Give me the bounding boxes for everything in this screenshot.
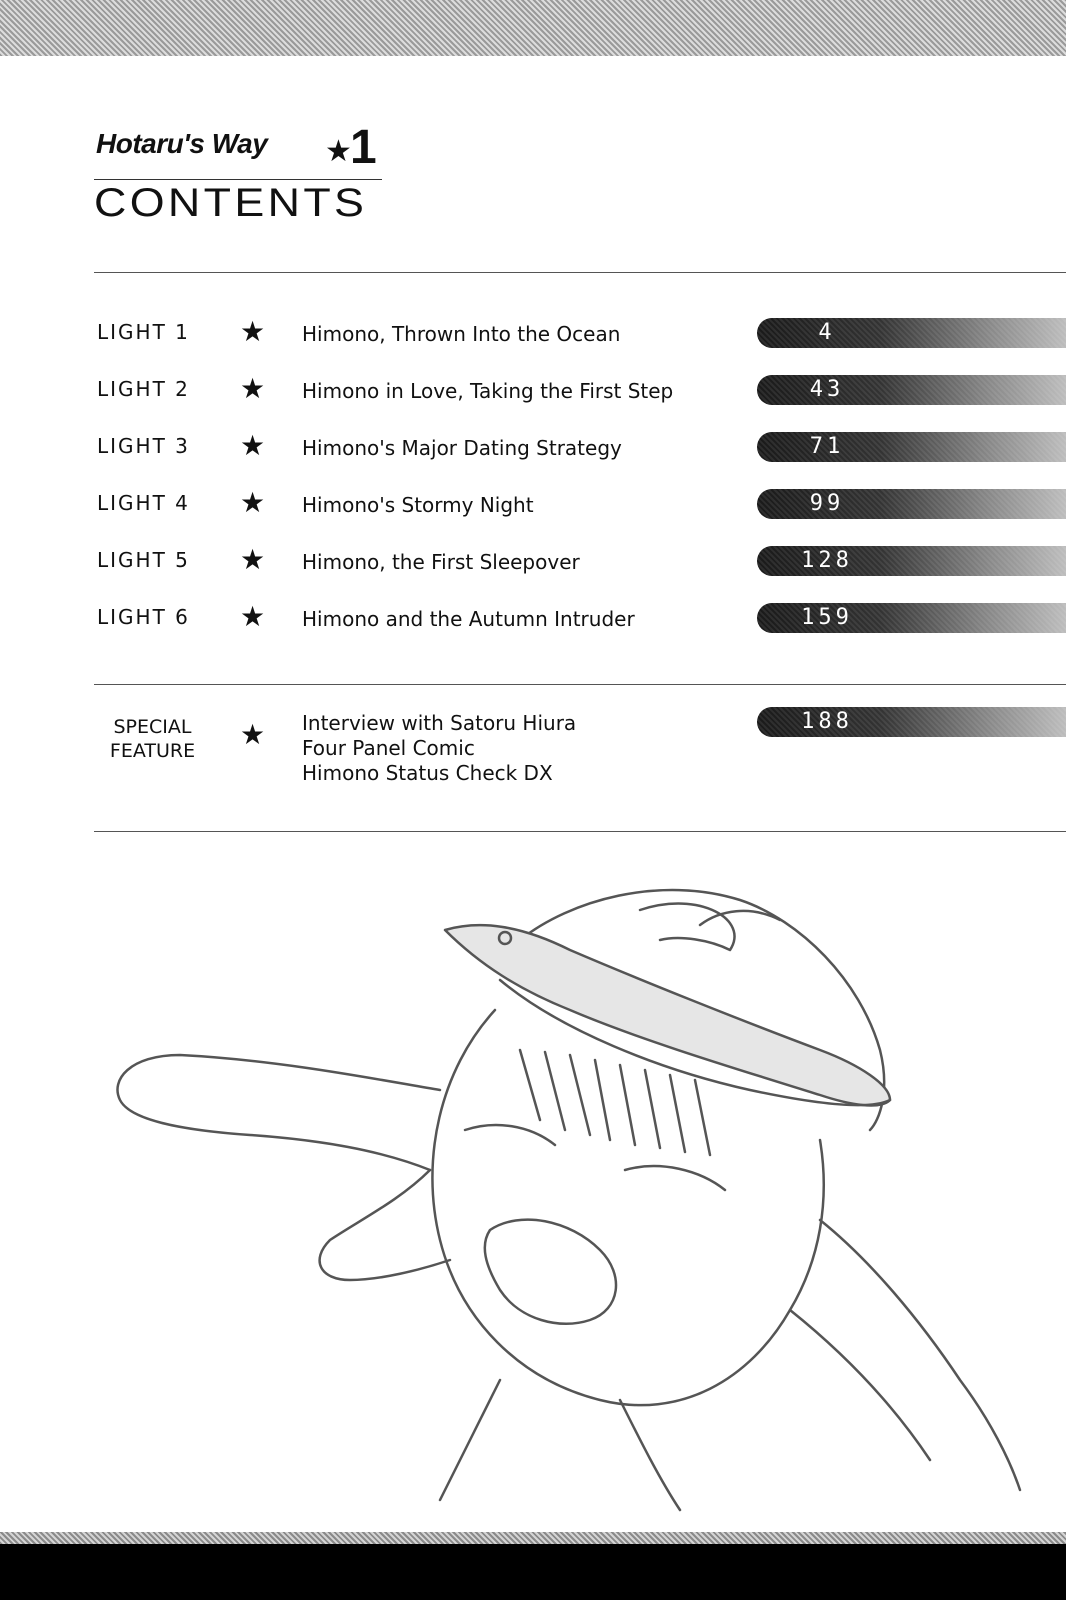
page-tab: 128 (757, 546, 1066, 576)
chapter-title: Himono and the Autumn Intruder (302, 607, 635, 631)
chapter-title: Himono's Stormy Night (302, 493, 534, 517)
divider-bottom (94, 831, 1066, 832)
chapter-title: Himono's Major Dating Strategy (302, 436, 622, 460)
page-number: 188 (801, 709, 853, 734)
divider-top (94, 272, 1066, 273)
star-icon: ★ (240, 372, 266, 405)
divider-middle (94, 684, 1066, 685)
page-number: 159 (801, 605, 853, 630)
star-icon: ★ (240, 486, 266, 519)
page-number: 128 (801, 548, 853, 573)
chapter-row[interactable]: LIGHT 1 ★ Himono, Thrown Into the Ocean … (0, 314, 1066, 350)
screentone-bottom-band (0, 1532, 1066, 1544)
bottom-black-bar (0, 1544, 1066, 1600)
special-item: Interview with Satoru Hiura (302, 711, 577, 735)
special-item: Four Panel Comic (302, 736, 475, 760)
page-number: 71 (809, 434, 845, 459)
volume-number: 1 (350, 121, 377, 174)
star-icon: ★ (240, 315, 266, 348)
screentone-top-band (0, 0, 1066, 56)
chapter-row[interactable]: LIGHT 4 ★ Himono's Stormy Night 99 (0, 485, 1066, 521)
page-tab: 159 (757, 603, 1066, 633)
series-title: Hotaru's Way (96, 128, 268, 159)
chapter-label: LIGHT 2 (97, 377, 190, 401)
chapter-title: Himono, the First Sleepover (302, 550, 580, 574)
chapter-label: LIGHT 3 (97, 434, 190, 458)
chapter-row[interactable]: LIGHT 5 ★ Himono, the First Sleepover 12… (0, 542, 1066, 578)
special-item: Himono Status Check DX (302, 761, 553, 785)
page-tab: 188 (757, 707, 1066, 737)
chapter-title: Himono, Thrown Into the Ocean (302, 322, 621, 346)
chapter-label: LIGHT 5 (97, 548, 190, 572)
chapter-row[interactable]: LIGHT 6 ★ Himono and the Autumn Intruder… (0, 599, 1066, 635)
special-label-line: FEATURE (109, 740, 196, 762)
chapter-label: LIGHT 4 (97, 491, 190, 515)
title-underline (94, 179, 382, 180)
chapter-label: LIGHT 6 (97, 605, 190, 629)
page-tab: 4 (757, 318, 1066, 348)
page-number: 43 (809, 377, 845, 402)
special-label-line: SPECIAL (113, 716, 192, 738)
page-number: 99 (809, 491, 845, 516)
page-tab: 71 (757, 432, 1066, 462)
star-icon: ★ (240, 600, 266, 633)
character-line-illustration (116, 888, 1022, 1512)
page-tab: 99 (757, 489, 1066, 519)
chapter-label: LIGHT 1 (97, 320, 190, 344)
volume-star-icon: ★ (325, 134, 352, 169)
contents-heading: CONTENTS (94, 181, 368, 225)
chapter-row[interactable]: LIGHT 2 ★ Himono in Love, Taking the Fir… (0, 371, 1066, 407)
special-feature-items[interactable]: Interview with Satoru Hiura Four Panel C… (302, 711, 576, 786)
chapter-row[interactable]: LIGHT 3 ★ Himono's Major Dating Strategy… (0, 428, 1066, 464)
star-icon: ★ (240, 543, 266, 576)
star-icon: ★ (240, 718, 266, 751)
special-feature-label: SPECIAL FEATURE (100, 715, 205, 763)
page-tab: 43 (757, 375, 1066, 405)
star-icon: ★ (240, 429, 266, 462)
page-number: 4 (818, 320, 836, 345)
chapter-title: Himono in Love, Taking the First Step (302, 379, 674, 403)
